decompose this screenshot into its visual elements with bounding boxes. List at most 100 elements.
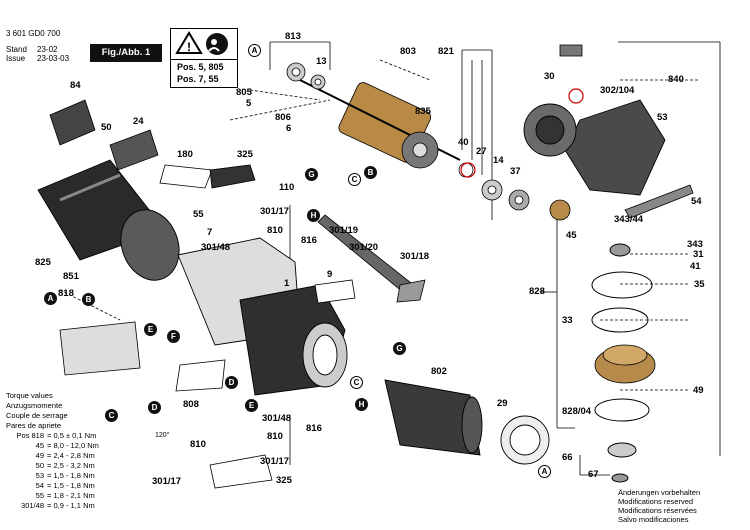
part-label-301-17-b: 301/17: [260, 456, 290, 467]
part-label-301-48: 301/48: [201, 242, 231, 253]
part-label-29: 29: [497, 398, 508, 409]
torque-row: Pos 818= 0,5 ± 0,1 Nm: [16, 431, 97, 440]
part-label-53: 53: [657, 112, 668, 123]
ref-marker-a-1: A: [248, 44, 261, 57]
torque-heading-4: Pares de apriete: [6, 421, 62, 430]
part-label-301-18: 301/18: [400, 251, 430, 262]
part-label-110: 110: [279, 182, 295, 193]
part-label-301-17-c: 301/17: [152, 476, 182, 487]
part-label-835: 835: [415, 106, 431, 117]
stand-value: 23-02: [37, 45, 58, 54]
part-label-30: 30: [544, 71, 555, 82]
part-label-6: 6: [286, 123, 292, 134]
svg-text:!: !: [187, 40, 191, 54]
part-label-301-48-b: 301/48: [262, 413, 292, 424]
part-label-818: 818: [58, 288, 74, 299]
part-label-301-19: 301/19: [329, 225, 359, 236]
warning-triangle-icon: !: [175, 31, 228, 55]
torque-row: 53= 1,5 - 1,8 Nm: [35, 471, 95, 480]
part-label-325-b: 325: [276, 475, 292, 486]
ref-marker-f-1: F: [167, 330, 180, 343]
issue-label: Issue: [6, 54, 26, 63]
part-label-813: 813: [285, 31, 301, 42]
part-label-325: 325: [237, 149, 253, 160]
part-label-67: 67: [588, 469, 599, 480]
part-label-45: 45: [566, 230, 577, 241]
note-line-es: Salvo modificaciones: [618, 515, 689, 524]
ref-marker-e-1: E: [144, 323, 157, 336]
part-label-54: 54: [691, 196, 702, 207]
ref-marker-h-1: H: [307, 209, 320, 222]
part-label-1: 1: [284, 278, 290, 289]
part-label-41: 41: [690, 261, 701, 272]
figure-label: Fig./Abb. 1: [90, 44, 162, 62]
part-label-802: 802: [431, 366, 447, 377]
notice-line-2: Pos. 7, 55: [177, 74, 219, 84]
notice-line-1: Pos. 5, 805: [177, 62, 224, 72]
part-label-35: 35: [694, 279, 705, 290]
ref-marker-d-1: D: [148, 401, 161, 414]
part-label-851: 851: [63, 271, 79, 282]
ref-marker-d-2: D: [225, 376, 238, 389]
part-label-9: 9: [327, 269, 333, 280]
part-label-49: 49: [693, 385, 704, 396]
torque-row: 50= 2,5 - 3,2 Nm: [35, 461, 95, 470]
ref-marker-b-1: B: [364, 166, 377, 179]
part-label-7: 7: [207, 227, 213, 238]
part-label-816: 816: [301, 235, 317, 246]
part-label-84: 84: [70, 80, 81, 91]
part-label-808: 808: [183, 399, 199, 410]
ref-marker-c-3: C: [350, 376, 363, 389]
part-label-5: 5: [246, 98, 252, 109]
part-label-816-b: 816: [306, 423, 322, 434]
torque-table: Torque values Anzugsmomente Couple de se…: [6, 391, 126, 511]
part-label-840: 840: [668, 74, 684, 85]
document-number: 3 601 GD0 700: [6, 29, 61, 38]
part-label-302-104: 302/104: [600, 85, 635, 96]
ref-marker-h-2: H: [355, 398, 368, 411]
note-line-en: Modifications reserved: [618, 497, 694, 506]
part-label-180: 180: [177, 149, 193, 160]
ref-marker-c-2: C: [105, 409, 118, 422]
safety-notice-box: ! Pos. 5, 805 Pos. 7, 55: [170, 28, 238, 88]
ref-marker-a-3: A: [538, 465, 551, 478]
torque-row: 55= 1,8 - 2,1 Nm: [35, 491, 95, 500]
torque-row: 301/48= 0,9 - 1,1 Nm: [21, 501, 95, 510]
note-line-fr: Modifications réservées: [618, 506, 697, 515]
torque-row: 54= 1,5 - 1,8 Nm: [35, 481, 95, 490]
part-label-14: 14: [493, 155, 504, 166]
part-label-810-b: 810: [267, 431, 283, 442]
torque-heading-3: Couple de serrage: [6, 411, 68, 420]
ref-marker-a-2: A: [44, 292, 57, 305]
part-label-301-17: 301/17: [260, 206, 290, 217]
part-label-27: 27: [476, 146, 487, 157]
part-label-805: 805: [236, 87, 252, 98]
part-label-825: 825: [35, 257, 51, 268]
torque-heading-2: Anzugsmomente: [6, 401, 63, 410]
stand-label: Stand: [6, 45, 27, 54]
part-label-37: 37: [510, 166, 521, 177]
part-label-50: 50: [101, 122, 112, 133]
part-label-66: 66: [562, 452, 573, 463]
issue-value: 23-03-03: [37, 54, 70, 63]
ref-marker-g-2: G: [393, 342, 406, 355]
ref-marker-b-2: B: [82, 293, 95, 306]
part-label-821: 821: [438, 46, 454, 57]
part-label-806: 806: [275, 112, 291, 123]
angle-label: 120°: [155, 432, 170, 439]
part-label-828-04: 828/04: [562, 406, 592, 417]
part-label-55: 55: [193, 209, 204, 220]
torque-row: 49= 2,4 - 2,8 Nm: [35, 451, 95, 460]
note-line-de: Änderungen vorbehalten: [618, 488, 701, 497]
part-label-828: 828: [529, 286, 545, 297]
part-label-301-20: 301/20: [349, 242, 379, 253]
part-label-40: 40: [458, 137, 469, 148]
part-label-810: 810: [267, 225, 283, 236]
part-label-33: 33: [562, 315, 573, 326]
part-label-13: 13: [316, 56, 327, 67]
part-label-803: 803: [400, 46, 416, 57]
part-label-343-44: 343/44: [614, 214, 644, 225]
part-label-31: 31: [693, 249, 704, 260]
